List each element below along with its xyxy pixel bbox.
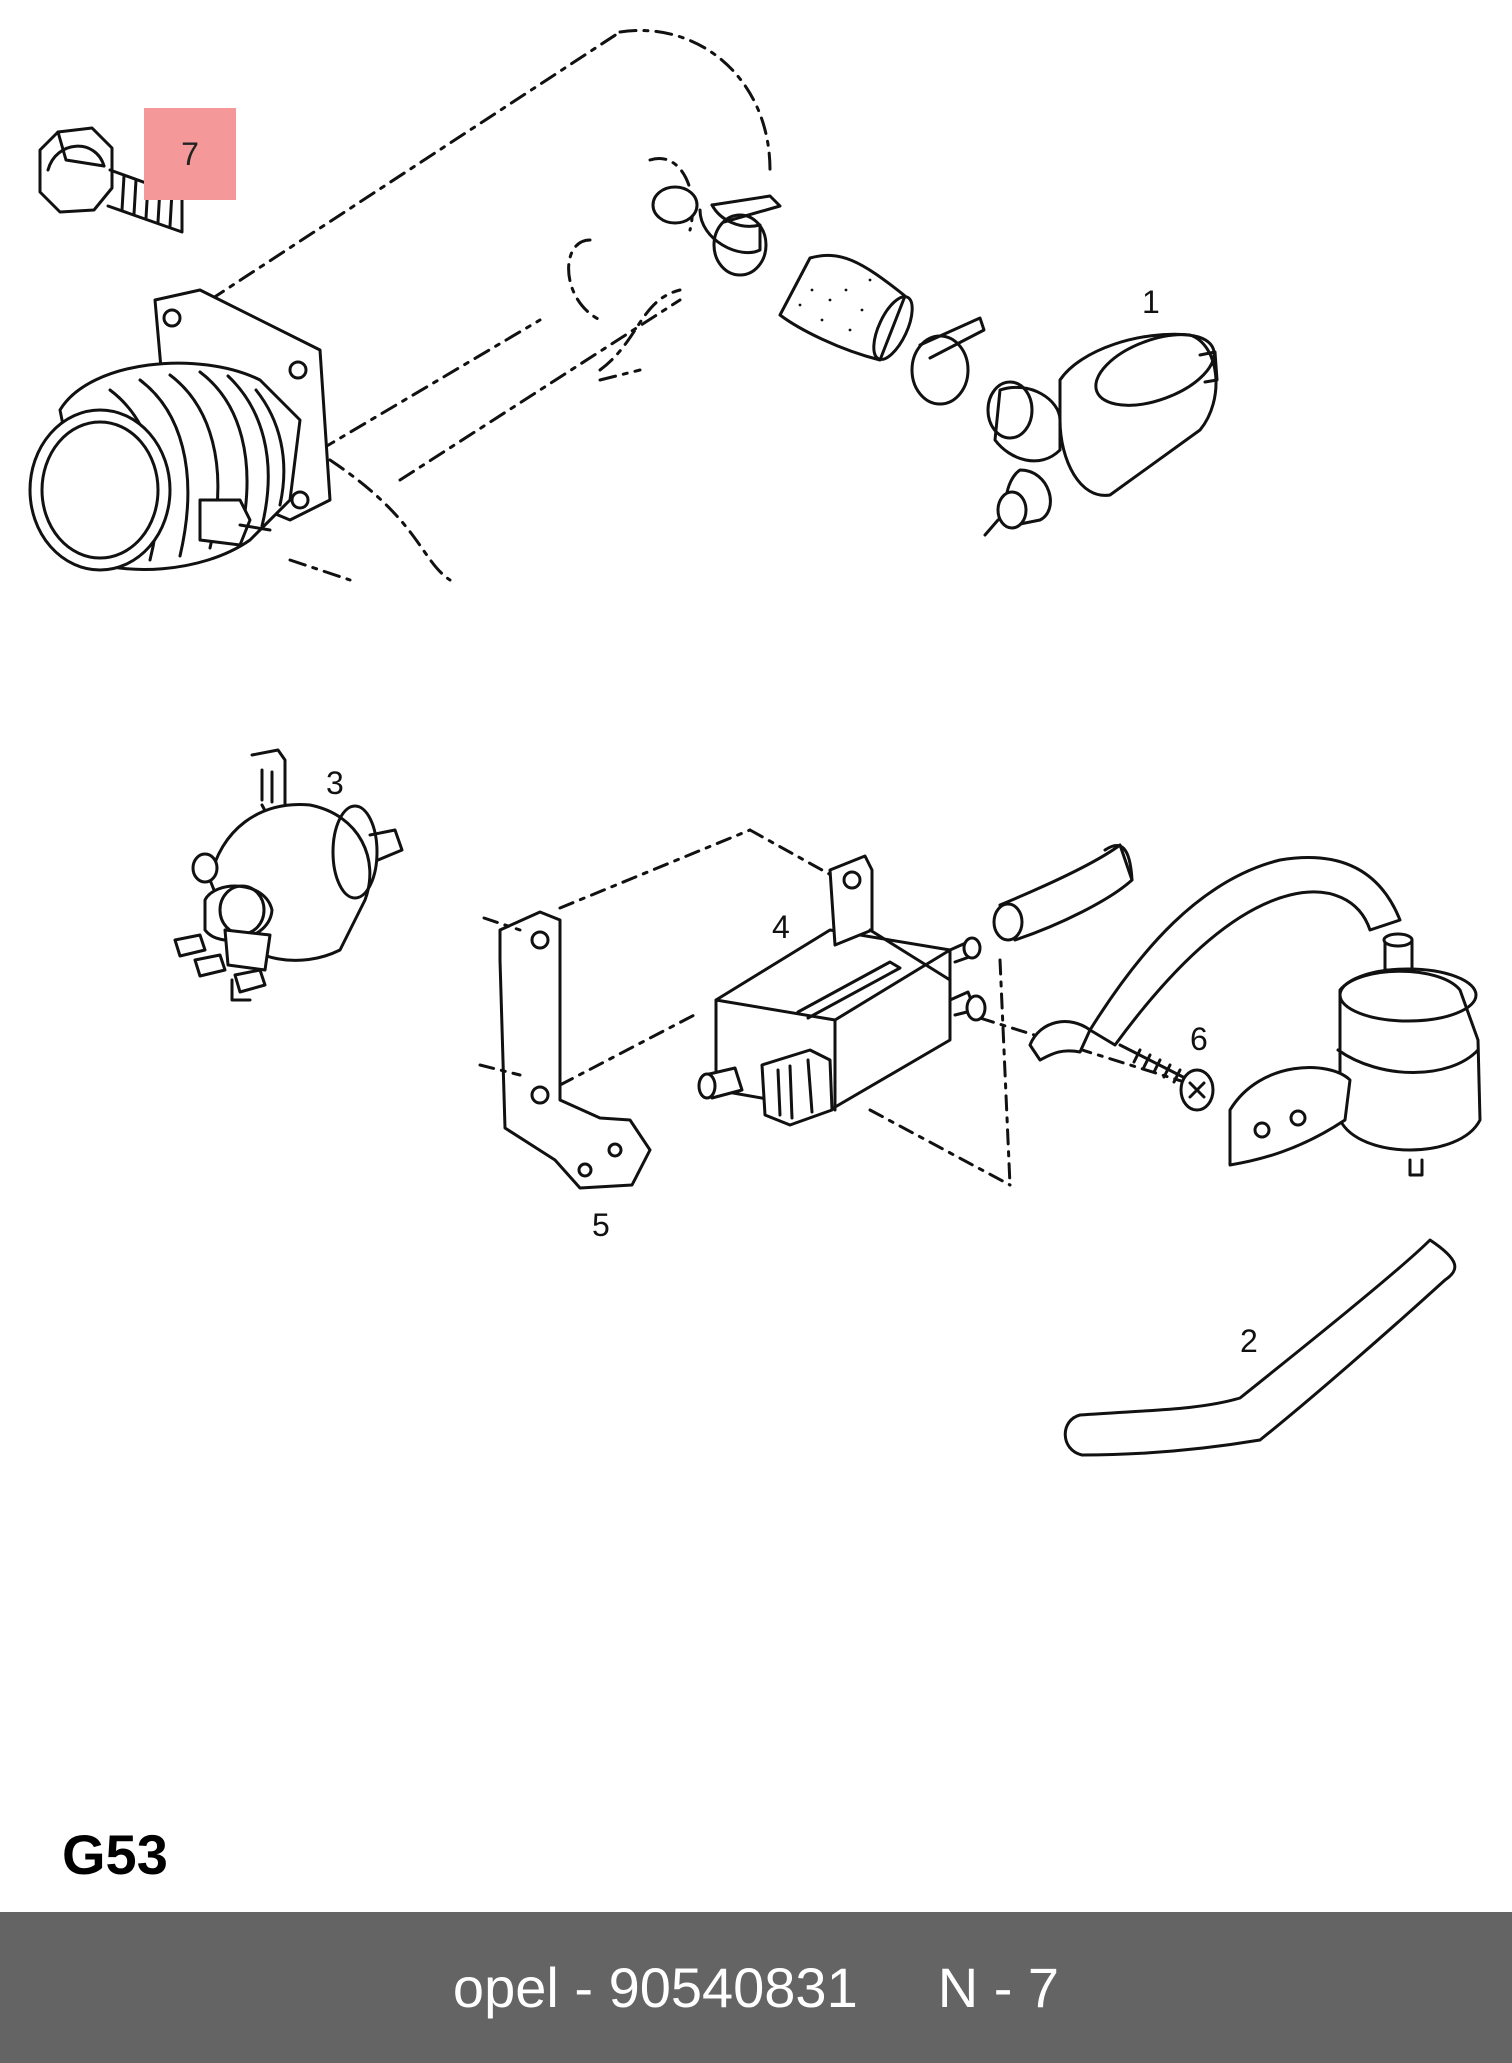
throttle-body-assembly — [28, 29, 782, 582]
idle-valve-part-1 — [983, 332, 1219, 537]
exploded-parts-diagram: 1 2 3 4 5 6 — [28, 29, 1482, 1457]
callout-2: 2 — [1240, 1323, 1258, 1359]
bracket-part-5 — [478, 910, 652, 1190]
vacuum-reservoir — [1228, 932, 1482, 1177]
callout-3: 3 — [326, 765, 344, 801]
solenoid-part-3 — [173, 748, 404, 1002]
footer-position-label: N - 7 — [937, 1956, 1060, 2019]
footer-part-label: opel - 90540831 — [452, 1956, 858, 2019]
highlighted-callout-label: 7 — [181, 135, 199, 172]
callout-1: 1 — [1142, 284, 1160, 320]
hose-part-2 — [1063, 1238, 1457, 1457]
footer-bar: opel - 90540831 N - 7 — [0, 1912, 1512, 2063]
callout-5: 5 — [592, 1207, 610, 1243]
diagram-code: G53 — [62, 1823, 168, 1886]
control-unit-part-4 — [558, 828, 1212, 1187]
callout-4: 4 — [772, 909, 790, 945]
screw-part-6 — [1118, 1043, 1215, 1112]
bolt-part-7 — [38, 126, 184, 234]
hose-sleeve — [778, 253, 914, 362]
hose-clamp — [910, 316, 986, 406]
vacuum-hoses — [992, 843, 1402, 1062]
highlighted-callout-7: 7 — [144, 108, 236, 200]
callout-6: 6 — [1190, 1021, 1208, 1057]
